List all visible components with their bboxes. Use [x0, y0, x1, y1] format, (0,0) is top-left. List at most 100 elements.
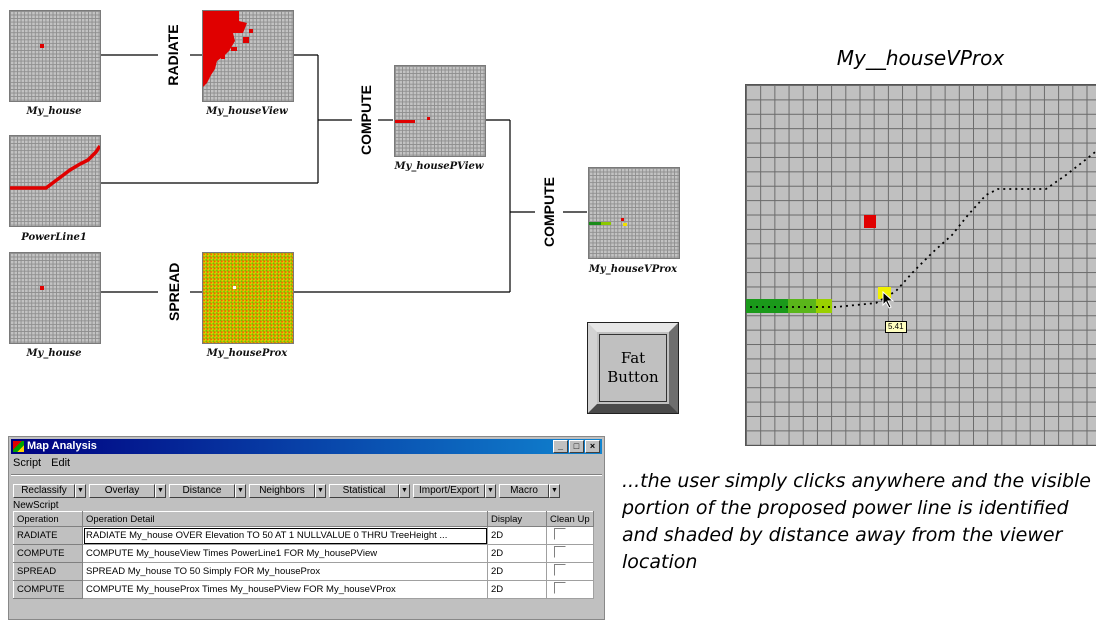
op-compute-2: COMPUTE: [541, 177, 557, 247]
col-clean-up[interactable]: Clean Up: [546, 511, 594, 527]
distance-readout: 5.41: [885, 321, 907, 333]
chevron-down-icon[interactable]: ▼: [549, 484, 560, 498]
menu-edit[interactable]: Edit: [51, 457, 71, 469]
map-powerline1: [9, 135, 101, 227]
script-name: NewScript: [13, 500, 59, 511]
col-operation[interactable]: Operation: [13, 511, 83, 527]
op-radiate: RADIATE: [165, 24, 181, 86]
table-row[interactable]: RADIATE RADIATE My_house OVER Elevation …: [13, 526, 594, 545]
house-cell: [40, 286, 44, 290]
map-my-house-view: [202, 10, 294, 102]
toolbar-distance[interactable]: Distance: [169, 484, 235, 498]
viewshed-shape: [203, 11, 253, 87]
chevron-down-icon[interactable]: ▼: [315, 484, 326, 498]
window-controls: _ □ ×: [553, 440, 600, 453]
operation-table: Operation Operation Detail Display Clean…: [13, 511, 594, 599]
table-row[interactable]: COMPUTE COMPUTE My_houseView Times Power…: [13, 544, 594, 563]
toolbar-reclassify[interactable]: Reclassify: [13, 484, 75, 498]
house-cell: [40, 44, 44, 48]
row-cleanup: [546, 544, 594, 563]
table-row[interactable]: COMPUTE COMPUTE My_houseProx Times My_ho…: [13, 580, 594, 599]
op-spread: SPREAD: [166, 262, 182, 321]
cleanup-checkbox[interactable]: [554, 546, 566, 558]
vprox-mid: [601, 222, 611, 225]
col-display[interactable]: Display: [487, 511, 547, 527]
separator: [11, 475, 602, 476]
map-my-house-prox: [202, 252, 294, 344]
label-my-house-pview: My_housePView: [394, 161, 484, 172]
chevron-down-icon[interactable]: ▼: [235, 484, 246, 498]
maximize-icon[interactable]: □: [569, 440, 584, 453]
pview-segment: [395, 120, 415, 123]
toolbar-macro[interactable]: Macro: [499, 484, 549, 498]
house-cell: [233, 286, 236, 289]
viewer-location: [864, 215, 876, 228]
mid-segment-2: [816, 299, 832, 313]
chevron-down-icon[interactable]: ▼: [485, 484, 496, 498]
vprox-near: [589, 222, 601, 225]
label-my-house-vprox: My_houseVProx: [588, 264, 678, 275]
big-map[interactable]: 5.41: [745, 84, 1096, 446]
big-map-title: My__houseVProx: [836, 46, 1005, 70]
label-my-house-2: My_house: [26, 348, 82, 359]
row-display[interactable]: 2D: [487, 562, 547, 581]
toolbar-statistical[interactable]: Statistical: [329, 484, 399, 498]
toolbar: Reclassify ▼ Overlay ▼ Distance ▼ Neighb…: [13, 484, 600, 498]
cleanup-checkbox[interactable]: [554, 564, 566, 576]
powerline-path: [10, 145, 100, 190]
toolbar-neighbors[interactable]: Neighbors: [249, 484, 315, 498]
vprox-house: [621, 218, 624, 221]
row-cleanup: [546, 562, 594, 581]
map-my-house-1: [9, 10, 101, 102]
row-display[interactable]: 2D: [487, 544, 547, 563]
fat-button-line2: Button: [607, 368, 659, 386]
row-operation[interactable]: SPREAD: [13, 562, 83, 581]
window-title: Map Analysis: [27, 440, 97, 452]
cleanup-checkbox[interactable]: [554, 528, 566, 540]
table-header: Operation Operation Detail Display Clean…: [13, 511, 594, 527]
mid-segment-1: [788, 299, 816, 313]
toolbar-import-export[interactable]: Import/Export: [413, 484, 485, 498]
chevron-down-icon[interactable]: ▼: [399, 484, 410, 498]
app-icon: [13, 441, 24, 452]
row-operation[interactable]: RADIATE: [13, 526, 83, 545]
table-row[interactable]: SPREAD SPREAD My_house TO 50 Simply FOR …: [13, 562, 594, 581]
row-detail[interactable]: COMPUTE My_houseProx Times My_housePView…: [82, 580, 488, 599]
row-display[interactable]: 2D: [487, 580, 547, 599]
prox-grid: [203, 253, 293, 343]
menu-bar: Script Edit: [13, 457, 70, 471]
row-detail[interactable]: COMPUTE My_houseView Times PowerLine1 FO…: [82, 544, 488, 563]
caption-text: ...the user simply clicks anywhere and t…: [622, 470, 1091, 573]
fat-button-line1: Fat: [620, 349, 646, 367]
map-my-house-pview: [394, 65, 486, 157]
row-operation[interactable]: COMPUTE: [13, 544, 83, 563]
pview-point: [427, 117, 430, 120]
mouse-pointer-icon: [882, 291, 895, 309]
row-operation[interactable]: COMPUTE: [13, 580, 83, 599]
cleanup-checkbox[interactable]: [554, 582, 566, 594]
toolbar-overlay[interactable]: Overlay: [89, 484, 155, 498]
menu-script[interactable]: Script: [13, 457, 42, 469]
op-compute-1: COMPUTE: [358, 85, 374, 155]
separator: [11, 474, 602, 475]
vprox-far: [623, 223, 627, 226]
minimize-icon[interactable]: _: [553, 440, 568, 453]
col-operation-detail[interactable]: Operation Detail: [82, 511, 488, 527]
row-detail[interactable]: SPREAD My_house TO 50 Simply FOR My_hous…: [82, 562, 488, 581]
chevron-down-icon[interactable]: ▼: [155, 484, 166, 498]
label-my-house-prox: My_houseProx: [206, 348, 288, 359]
near-segment: [746, 299, 788, 313]
row-detail[interactable]: RADIATE My_house OVER Elevation TO 50 AT…: [82, 526, 488, 545]
chevron-down-icon[interactable]: ▼: [75, 484, 86, 498]
map-analysis-window: Map Analysis _ □ × Script Edit Reclassif…: [8, 436, 605, 620]
row-cleanup: [546, 580, 594, 599]
power-line-path: [750, 150, 1096, 308]
map-my-house-2: [9, 252, 101, 344]
row-display[interactable]: 2D: [487, 526, 547, 545]
close-icon[interactable]: ×: [585, 440, 600, 453]
row-cleanup: [546, 526, 594, 545]
label-my-house-view: My_houseView: [206, 106, 288, 117]
